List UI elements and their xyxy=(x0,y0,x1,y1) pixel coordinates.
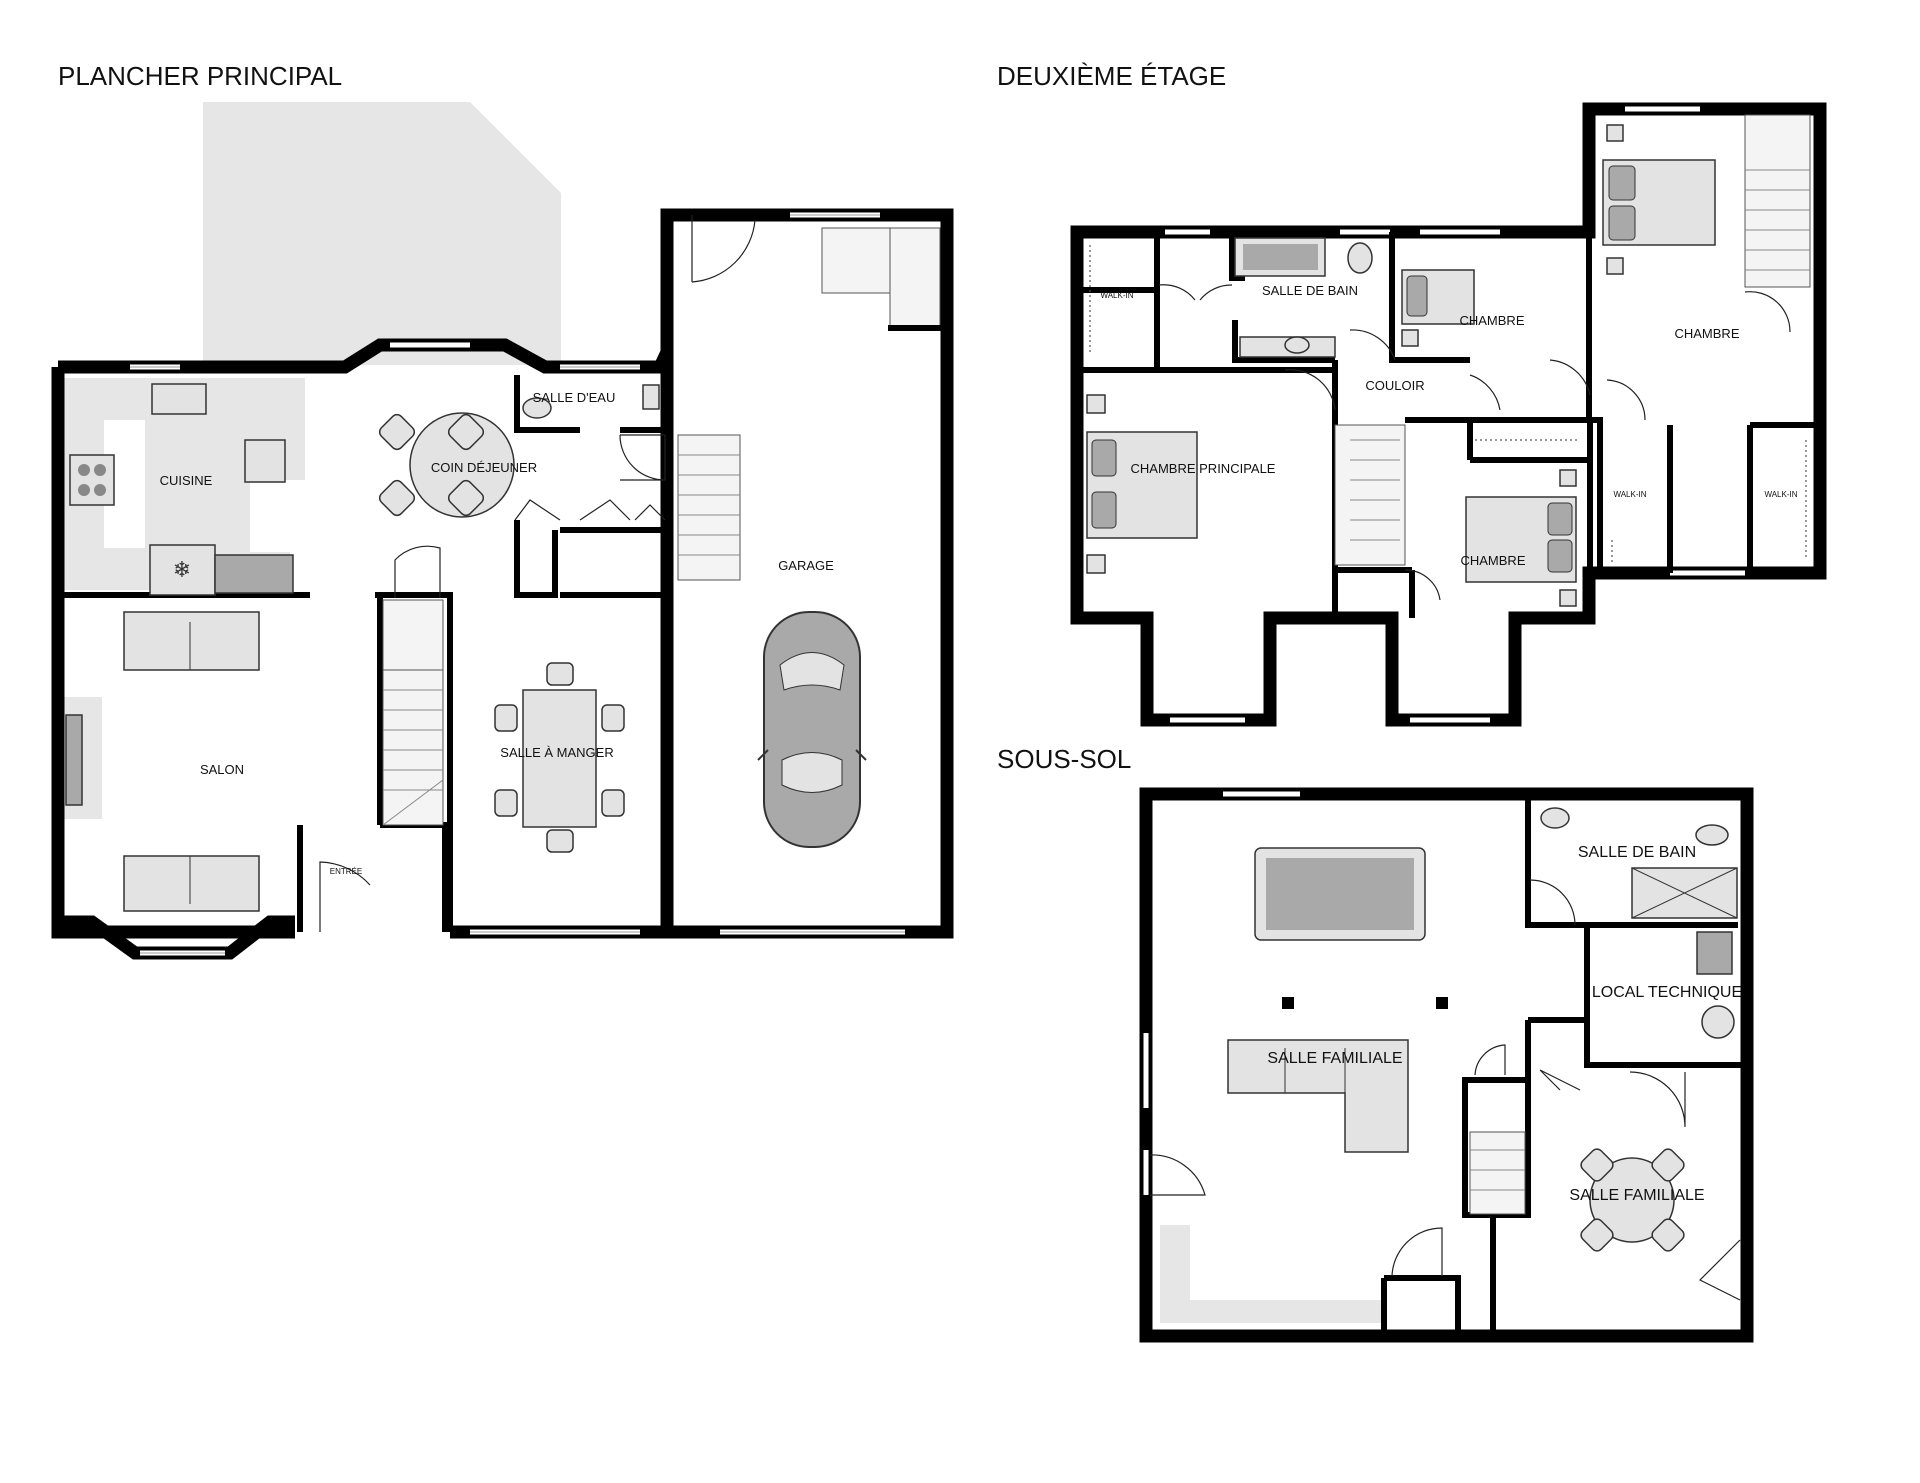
room-label-salon: SALON xyxy=(200,762,244,777)
second-floor-plan: SALLE DE BAIN CHAMBRE CHAMBRE COULOIR CH… xyxy=(1070,102,1827,727)
stairs-upper xyxy=(382,599,444,671)
closet-doors xyxy=(514,499,666,521)
second-stairs-right xyxy=(1744,114,1811,288)
room-label-2nd-chambre-2: CHAMBRE xyxy=(1460,553,1525,568)
sectional-sofa xyxy=(1227,1039,1409,1153)
second-floor-title: DEUXIÈME ÉTAGE xyxy=(997,61,1226,91)
wall-stairs xyxy=(375,592,453,932)
room-label-coin-dejeuner: COIN DÉJEUNER xyxy=(431,460,537,475)
closet-door-right xyxy=(1698,1239,1741,1301)
stairs-main xyxy=(382,669,444,826)
room-label-walkin-3: WALK-IN xyxy=(1764,490,1797,499)
technique-door xyxy=(1539,1069,1581,1091)
powder-sink xyxy=(522,397,552,419)
second-stairs xyxy=(1334,424,1406,566)
stair-door xyxy=(1744,291,1791,333)
wall-walkin-left xyxy=(1077,232,1160,370)
wall-technique xyxy=(1584,925,1747,1068)
room-label-cuisine: CUISINE xyxy=(160,473,213,488)
room-label-entree: ENTRÉE xyxy=(330,867,362,876)
kitchen-sink xyxy=(151,383,207,415)
room-label-couloir: COULOIR xyxy=(1365,378,1424,393)
kitchen-stool xyxy=(244,439,286,483)
wall-stair xyxy=(1335,567,1415,618)
wall-bath xyxy=(1525,794,1738,928)
wall-closets xyxy=(514,520,670,598)
family-room-door xyxy=(1629,1071,1686,1128)
basement-title: SOUS-SOL xyxy=(997,744,1131,774)
stair-top-door xyxy=(1474,1044,1506,1076)
main-floor-plan: ❄ CUISINE C xyxy=(51,102,954,960)
main-floor-title: PLANCHER PRINCIPAL xyxy=(58,61,342,91)
basement-plan: SALLE DE BAIN LOCAL TECHNIQUE SALLE FAMI… xyxy=(1139,787,1754,1343)
room-label-local-technique: LOCAL TECHNIQUE xyxy=(1592,984,1742,1001)
wall-cold-room xyxy=(1381,1275,1461,1336)
kitchen-island xyxy=(214,554,294,594)
room-label-2nd-chambre-1: CHAMBRE xyxy=(1459,313,1524,328)
front-door xyxy=(319,861,371,932)
second-toilet xyxy=(1347,242,1373,274)
car-icon xyxy=(757,611,867,848)
basement-stairs xyxy=(1469,1131,1526,1215)
basement-door xyxy=(394,545,441,598)
furnace xyxy=(1701,1005,1735,1039)
garage-stairs xyxy=(677,434,741,581)
basement-sink xyxy=(1540,807,1570,829)
bedroom-doors xyxy=(1469,359,1591,411)
room-label-walkin-1: WALK-IN xyxy=(1100,291,1133,300)
kitchen-stove xyxy=(69,454,115,506)
bath-double-door xyxy=(1158,284,1233,301)
hall-doors xyxy=(1284,329,1396,411)
room-label-sous-sol-salle-de-bain: SALLE DE BAIN xyxy=(1578,844,1696,861)
wall-powder-room xyxy=(514,375,667,433)
misc-doors xyxy=(1404,379,1646,601)
powder-toilet xyxy=(642,384,660,410)
salon-sofa-bottom xyxy=(123,855,260,912)
salon-sofa-top xyxy=(123,611,260,671)
room-label-2nd-chambre-3: CHAMBRE xyxy=(1674,326,1739,341)
second-floor-outer-wall xyxy=(1070,102,1827,727)
breakfast-table xyxy=(409,412,515,518)
room-label-salle-familiale-1: SALLE FAMILIALE xyxy=(1267,1050,1402,1067)
room-label-2nd-salle-de-bain: SALLE DE BAIN xyxy=(1262,283,1358,298)
basement-side-door xyxy=(1149,1154,1206,1196)
wall-stair-core xyxy=(1462,1017,1587,1218)
terrace-area xyxy=(203,102,561,365)
basement-toilet xyxy=(1695,824,1729,846)
garage-house-door xyxy=(619,434,666,481)
kitchen-floor xyxy=(64,378,305,590)
garage-upper-stairs xyxy=(821,227,893,294)
room-label-walkin-2: WALK-IN xyxy=(1613,490,1646,499)
room-label-salle-deau: SALLE D'EAU xyxy=(533,390,616,405)
kitchen-fridge xyxy=(149,544,216,596)
wall-walkin-right xyxy=(1586,232,1820,573)
snowflake-icon: ❄ xyxy=(173,557,191,582)
room-label-chambre-principale: CHAMBRE PRINCIPALE xyxy=(1131,461,1276,476)
room-label-salle-familiale-2: SALLE FAMILIALE xyxy=(1569,1187,1704,1204)
garage-side-door xyxy=(691,215,756,283)
cold-room-door xyxy=(1391,1227,1443,1277)
basement-bath-door xyxy=(1529,879,1576,926)
basement-round-table xyxy=(1589,1157,1675,1243)
fireplace xyxy=(65,714,83,806)
room-label-garage: GARAGE xyxy=(778,558,834,573)
wall-closet xyxy=(1467,420,1590,463)
dining-table xyxy=(522,689,597,828)
room-label-salle-a-manger: SALLE À MANGER xyxy=(500,745,613,760)
main-house-outer-wall xyxy=(51,338,674,939)
water-heater xyxy=(1696,931,1733,975)
garage-landing xyxy=(889,227,941,329)
